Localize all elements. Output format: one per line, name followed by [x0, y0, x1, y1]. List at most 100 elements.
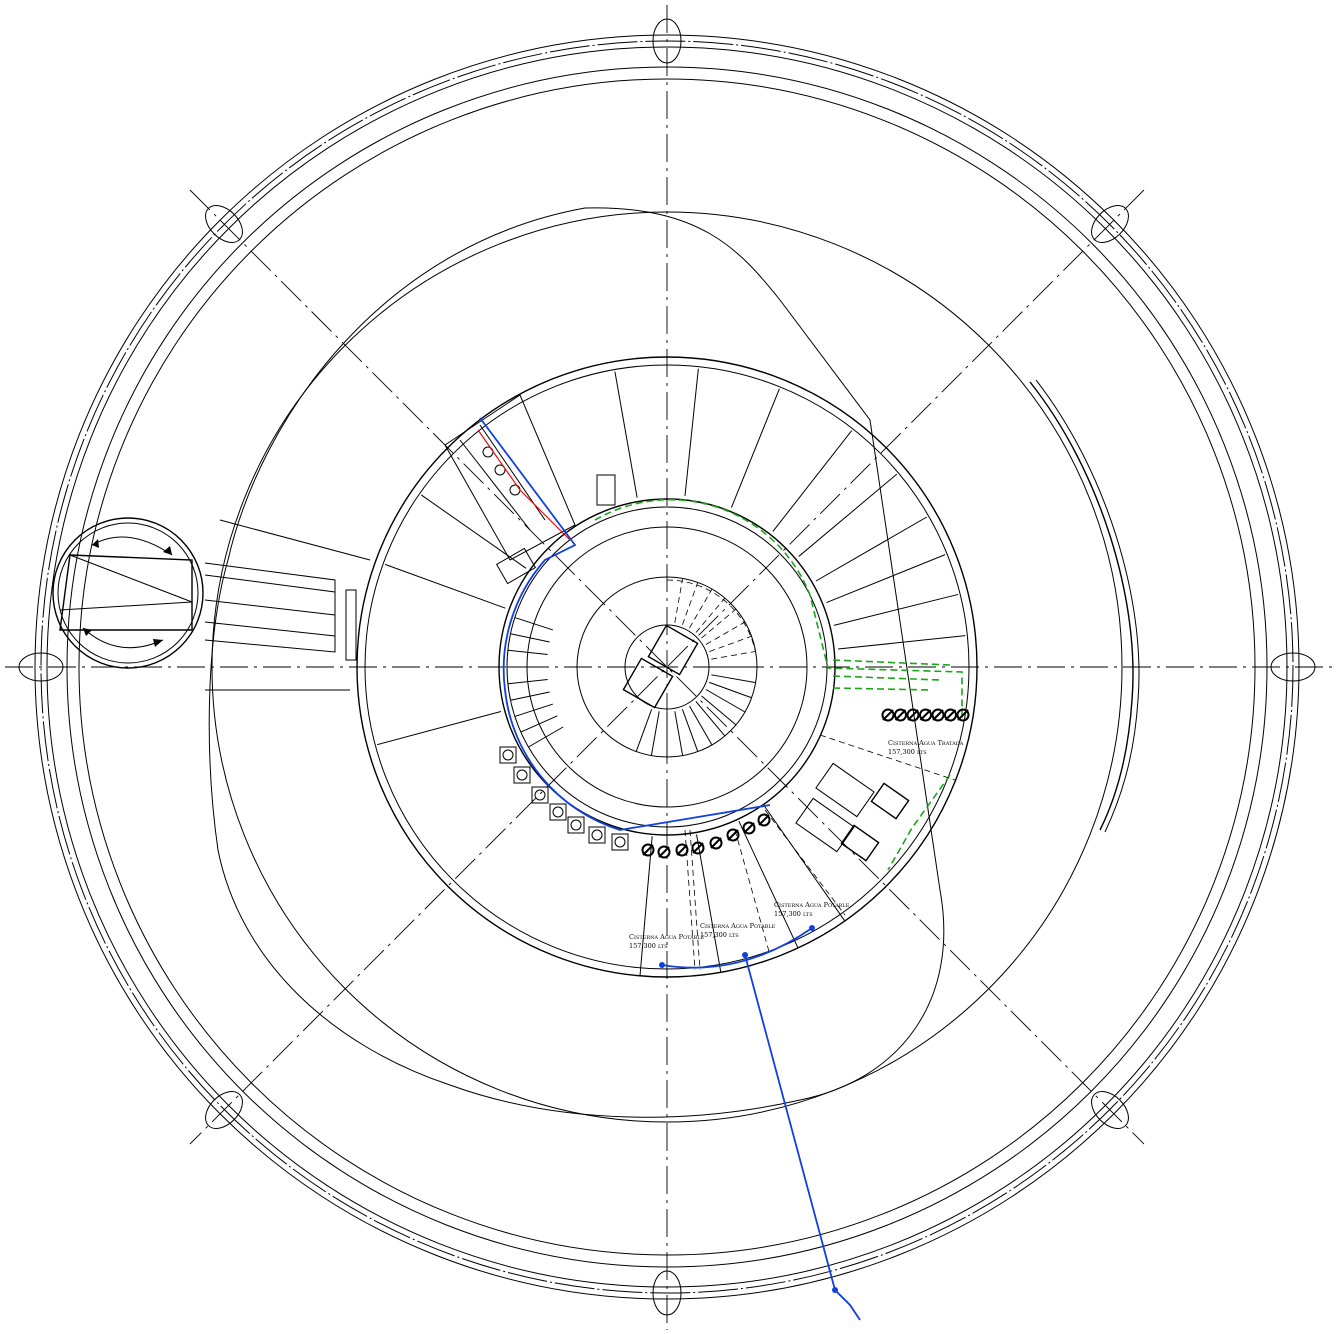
ramp-outline: [208, 207, 945, 1118]
pump-body: [709, 836, 723, 850]
center-axes: [5, 5, 1333, 1330]
treated-branch: [887, 774, 951, 871]
label-potable-3-capacity: 157,300 lts: [774, 910, 813, 918]
radial-partitions: [377, 368, 966, 976]
partition-wall: [815, 516, 928, 582]
pump-shaft: [743, 822, 755, 834]
pump-body: [956, 708, 970, 722]
fixture-bowl: [534, 789, 546, 801]
pump-icon: [657, 845, 671, 859]
pump-shaft: [758, 814, 770, 826]
partition-wall: [420, 494, 527, 569]
outer-rings: [34, 34, 1300, 1300]
pump-body: [881, 708, 895, 722]
cistern-header: [661, 927, 813, 969]
filter-units: [795, 762, 910, 862]
diagonal-axis-1: [189, 189, 1145, 1145]
partition-wall: [833, 593, 959, 626]
cistern-divider: [738, 820, 799, 949]
label-potable-3-name: Cisterna Agua Potable: [774, 901, 850, 909]
arrowhead: [83, 628, 92, 636]
fixture-bowl: [552, 806, 564, 818]
corridor-line: [204, 621, 336, 637]
pump-body: [906, 708, 920, 722]
wc-fixture: [495, 547, 537, 585]
corridor-outline: [204, 562, 336, 653]
pump-shaft: [710, 837, 722, 849]
fixture: [549, 803, 567, 821]
restroom-wall: [459, 439, 531, 531]
pump-shaft: [727, 829, 739, 841]
pump-icon: [641, 843, 655, 857]
pump-body: [894, 708, 907, 722]
west-stair-ring-inner: [57, 522, 199, 664]
elevator-cab-2: [622, 657, 674, 709]
spiral-stair: [507, 578, 757, 757]
stair-tread: [514, 617, 554, 631]
partition-wall: [730, 388, 780, 508]
pump-body: [641, 843, 655, 857]
partition-wall: [377, 711, 501, 746]
potable-main: [479, 417, 771, 831]
pump-shaft: [957, 709, 969, 721]
pump-shaft: [676, 844, 688, 856]
potable-water-piping: [479, 417, 861, 1321]
cistern-divider: [764, 805, 846, 922]
outer-ring-2: [40, 40, 1294, 1294]
column-ne: [1091, 205, 1129, 243]
fixture: [611, 833, 629, 851]
diagonal-axis-2: [189, 189, 1145, 1145]
stair-tread: [695, 597, 726, 633]
filter-frame: [795, 797, 855, 853]
wc-fixture: [596, 474, 616, 506]
cistern-divider: [639, 836, 653, 976]
column-n: [652, 18, 682, 64]
stair-tread: [705, 689, 746, 713]
east-arc-wall-inner: [1035, 379, 1140, 833]
arrowhead: [163, 546, 172, 555]
corridor-end: [345, 589, 357, 661]
west-corridor: [204, 519, 371, 691]
pump-body: [757, 813, 771, 827]
stair-tread: [682, 582, 699, 625]
fixture-box: [567, 816, 585, 834]
column-se: [1091, 1091, 1129, 1129]
arrowhead: [153, 639, 163, 647]
stair-tread: [507, 679, 548, 685]
partition-wall: [838, 635, 966, 650]
fixture-box: [499, 746, 517, 764]
treated-main: [594, 498, 963, 720]
label-potable-1-capacity: 157,300 lts: [629, 942, 668, 950]
rotation-arrow-bottom: [82, 627, 164, 649]
partition-wall: [684, 368, 699, 496]
column-nw: [205, 205, 243, 243]
stair-tread: [695, 701, 726, 737]
stair-tread: [709, 635, 752, 652]
pipe-node: [659, 962, 665, 968]
wc-bowl: [494, 464, 506, 476]
fixture-row: [499, 746, 629, 851]
pump-shaft: [907, 709, 919, 721]
stair-tread: [635, 709, 653, 752]
column-e: [1270, 652, 1316, 682]
fixture-box: [531, 786, 549, 804]
west-stair-box: [59, 554, 193, 631]
cistern-partitions: [684, 734, 956, 971]
west-stair-diag-2: [59, 601, 193, 611]
fixture: [499, 746, 517, 764]
stair-tread: [689, 588, 713, 629]
west-stair-ring: [52, 517, 204, 669]
fixture: [588, 826, 606, 844]
cistern-wall: [689, 829, 701, 971]
pump-icon: [906, 708, 920, 722]
pump-body: [726, 828, 740, 842]
stair-tread: [507, 649, 548, 655]
treated-manifold: [832, 659, 951, 691]
stair-tread: [674, 578, 684, 623]
label-potable-1-name: Cisterna Agua Potable: [629, 933, 705, 941]
pump-icon: [726, 828, 740, 842]
fixture-bowl: [591, 829, 603, 841]
pump-body: [944, 708, 957, 722]
perimeter-columns: [18, 18, 1316, 1316]
